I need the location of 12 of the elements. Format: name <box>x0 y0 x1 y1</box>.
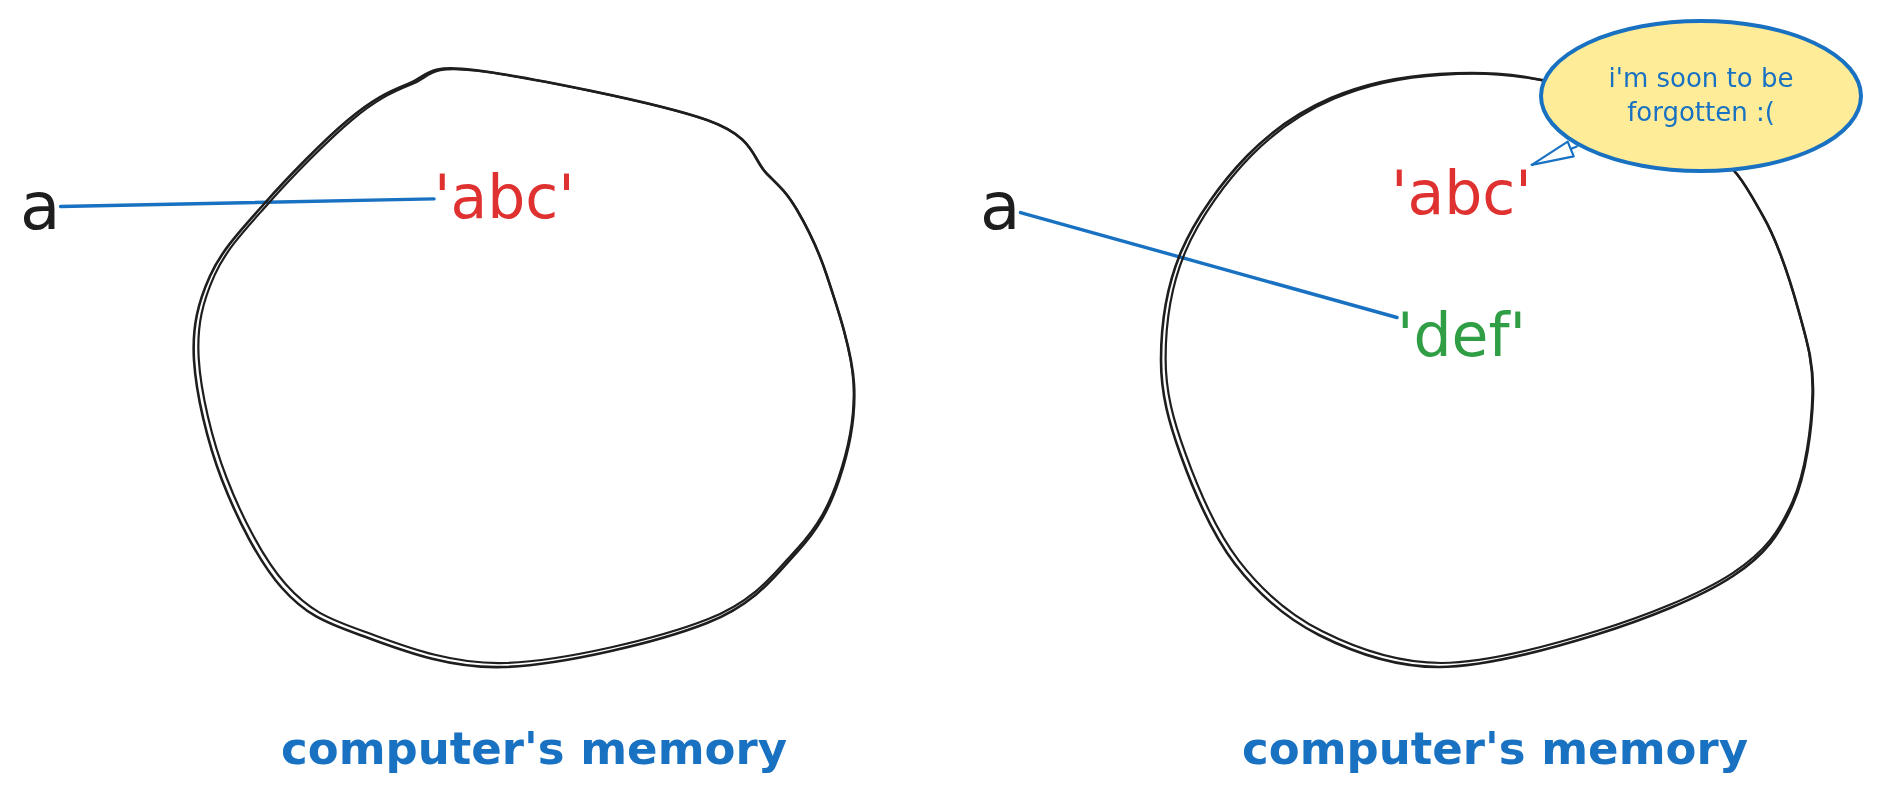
bubble-text: i'm soon to be forgotten :( <box>1607 62 1795 129</box>
memory-label: computer's memory <box>281 723 787 775</box>
memory-label: computer's memory <box>1242 723 1748 775</box>
string-value: 'abc' <box>1391 159 1532 228</box>
callout-pointer <box>1530 140 1578 166</box>
string-value: 'abc' <box>434 163 575 232</box>
reference-line <box>58 197 436 209</box>
variable-name: a <box>980 169 1021 245</box>
string-value: 'def' <box>1397 301 1527 370</box>
reference-line <box>1018 210 1399 320</box>
variable-name: a <box>20 169 61 245</box>
speech-bubble <box>1538 18 1864 174</box>
